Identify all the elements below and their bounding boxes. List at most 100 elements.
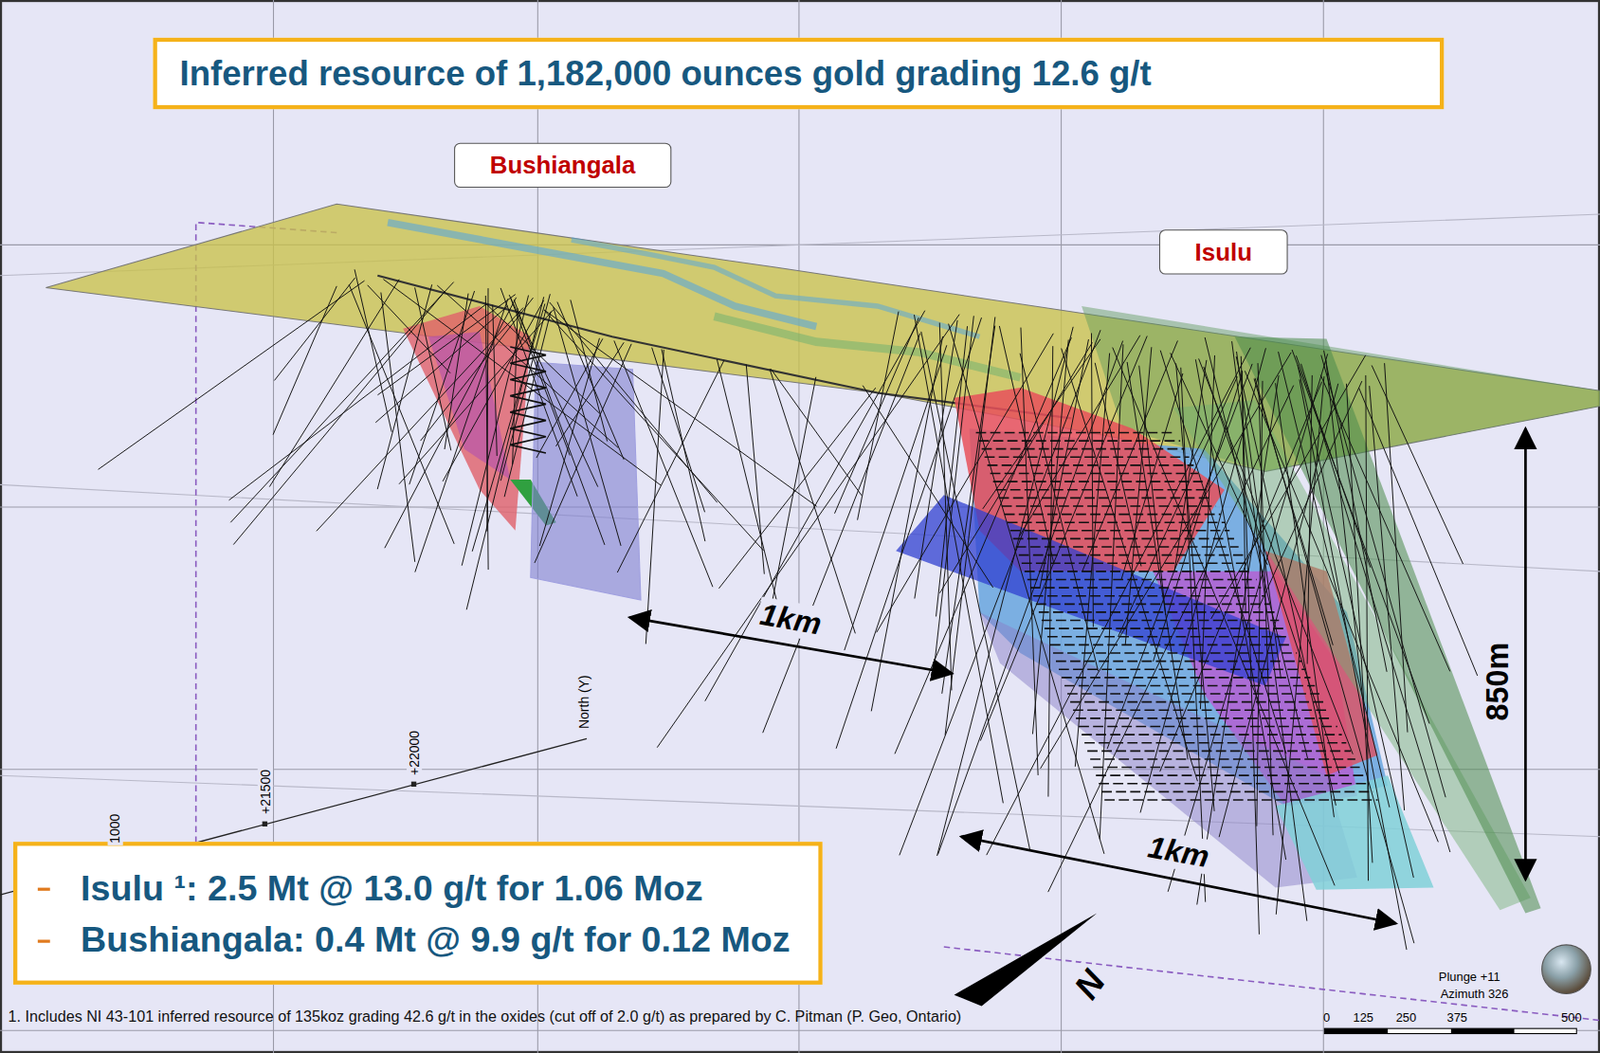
- drill-hole: [1020, 327, 1038, 776]
- drill-hole: [555, 342, 624, 447]
- drill-hole: [1039, 339, 1089, 588]
- drill-hole: [1040, 352, 1292, 769]
- drill-hole: [269, 279, 400, 488]
- drill-hole: [536, 338, 603, 458]
- drill-hole: [857, 311, 899, 521]
- block-row: [993, 480, 1203, 483]
- drill-hole: [544, 309, 818, 507]
- drill-hole: [769, 368, 855, 634]
- drill-hole: [272, 286, 337, 436]
- block-row: [1041, 619, 1279, 622]
- drill-hole: [763, 333, 921, 733]
- drill-hole: [1118, 376, 1238, 637]
- drill-hole: [617, 360, 724, 573]
- block-row: [1030, 586, 1262, 589]
- block-row: [1047, 636, 1289, 638]
- block-row: [1067, 692, 1320, 695]
- block-row: [1072, 709, 1328, 711]
- drill-hole: [1218, 383, 1339, 837]
- annotation-label: 0: [1321, 1010, 1333, 1025]
- drill-hole: [230, 282, 454, 524]
- orientation-globe: [1542, 945, 1592, 995]
- block-row: [999, 497, 1213, 500]
- drill-hole: [1174, 360, 1207, 571]
- title: Inferred resource of 1,182,000 ounces go…: [179, 54, 1151, 94]
- drill-hole: [273, 277, 355, 381]
- drill-hole: [899, 329, 1101, 855]
- drill-hole: [348, 284, 455, 545]
- block-row: [1081, 733, 1343, 736]
- drill-hole: [487, 288, 489, 531]
- block-row: [1058, 668, 1307, 671]
- drill-hole: [937, 327, 1074, 856]
- drill-hole: [913, 314, 1003, 803]
- node-text: Isulu ¹: 2.5 Mt @ 13.0 g/t for 1.06 Moz: [80, 862, 791, 915]
- block-row: [1053, 652, 1297, 655]
- drill-hole: [1090, 332, 1093, 627]
- drill-hole: [539, 338, 600, 546]
- block-row: [990, 472, 1199, 475]
- drill-hole: [1275, 382, 1335, 818]
- drill-hole: [1061, 348, 1199, 782]
- node-text: Isulu: [1195, 237, 1253, 267]
- block-row: [1064, 685, 1315, 688]
- drill-hole: [1195, 359, 1286, 860]
- site-label: Bushiangala: [454, 143, 672, 188]
- surface-plane: [45, 203, 1600, 472]
- drill-hole: [999, 326, 1055, 564]
- block-row: [1055, 660, 1302, 663]
- block-row: [1021, 562, 1248, 564]
- annotation-label: Plunge +11: [1436, 969, 1503, 984]
- drill-hole: [939, 323, 952, 691]
- annotation-label: 125: [1350, 1010, 1376, 1025]
- drill-hole: [1199, 358, 1354, 754]
- block-row: [1078, 726, 1338, 728]
- drill-hole: [1240, 356, 1259, 935]
- drill-hole: [1321, 355, 1446, 799]
- drill-hole: [1299, 379, 1407, 950]
- annotation-label: +22000: [406, 728, 422, 778]
- node-text: Bushiangala: [490, 150, 637, 180]
- drill-hole: [1074, 353, 1110, 767]
- drill-hole: [834, 317, 919, 514]
- block-row: [1090, 758, 1356, 761]
- drill-hole: [716, 359, 779, 609]
- scale-bar: [1324, 1028, 1577, 1034]
- drill-hole: [1345, 383, 1372, 864]
- drill-hole: [381, 292, 416, 563]
- drill-hole: [354, 269, 392, 432]
- annotation-label: Azimuth 326: [1438, 986, 1511, 1001]
- drill-hole: [614, 340, 713, 587]
- drill-hole: [492, 305, 498, 456]
- drill-hole: [705, 310, 926, 702]
- drill-hole: [399, 309, 554, 485]
- annotation-label: +21500: [257, 767, 273, 817]
- annotation-label: 850m: [1480, 640, 1516, 724]
- block-row: [1013, 538, 1235, 541]
- footnote: 1. Includes NI 43-101 inferred resource …: [8, 1007, 963, 1025]
- drill-hole: [384, 297, 517, 548]
- drill-hole: [1278, 351, 1390, 808]
- isulu-orebody: [895, 336, 1541, 913]
- drill-hole: [1275, 376, 1325, 915]
- block-row: [979, 439, 1182, 442]
- drill-hole: [1160, 381, 1323, 772]
- block-row: [1024, 570, 1253, 573]
- annotation-label: North (Y): [576, 672, 592, 731]
- drill-hole: [1140, 347, 1266, 813]
- drill-hole: [652, 347, 706, 513]
- title-box: Inferred resource of 1,182,000 ounces go…: [152, 37, 1444, 110]
- drill-hole: [1082, 340, 1179, 572]
- drill-hole: [836, 317, 982, 749]
- drill-hole: [1203, 366, 1340, 774]
- block-row: [1038, 611, 1275, 614]
- drill-hole: [500, 293, 550, 481]
- drill-hole: [504, 311, 551, 498]
- annotation-label: 250: [1394, 1010, 1419, 1025]
- drill-hole: [1297, 364, 1414, 878]
- annotation-label: 500: [1559, 1010, 1584, 1025]
- drill-hole: [1099, 344, 1124, 839]
- drill-hole: [553, 307, 621, 546]
